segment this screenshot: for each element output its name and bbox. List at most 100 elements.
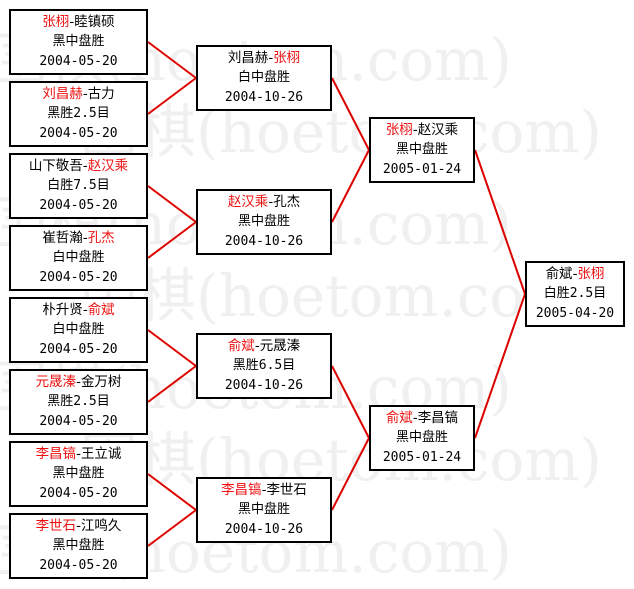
player-white: 元晟溱 — [259, 338, 301, 354]
round2-match-2: 赵汉乘-孔杰黑中盘胜 2004-10-26 — [196, 189, 332, 255]
connector-line — [147, 185, 197, 223]
player-white: 张栩 — [273, 50, 301, 66]
connector-line — [147, 365, 197, 403]
round1-match-7: 李昌镐-王立诚黑中盘胜 2004-05-20 — [9, 441, 148, 507]
match-result: 黑中盘胜 — [52, 466, 105, 481]
match-date: 2004-05-20 — [39, 558, 118, 573]
result-line: 黑中盘胜 — [11, 32, 146, 52]
player-black: 元晟溱 — [35, 374, 77, 390]
result-line: 黑胜2.5目 — [11, 392, 146, 412]
players-line: 崔哲瀚-孔杰 — [11, 228, 146, 248]
match-date: 2004-05-20 — [39, 54, 118, 69]
date-line: 2004-10-26 — [198, 520, 330, 540]
player-white: 俞斌 — [87, 302, 115, 318]
match-date: 2005-01-24 — [382, 162, 462, 177]
player-black: 李昌镐 — [221, 482, 262, 498]
connector-line — [331, 149, 370, 223]
date-line: 2004-10-26 — [198, 376, 330, 396]
result-line: 白胜2.5目 — [527, 284, 623, 304]
match-date: 2005-04-20 — [535, 306, 615, 321]
result-line: 黑中盘胜 — [198, 212, 330, 232]
match-date: 2004-10-26 — [224, 234, 304, 249]
player-black: 李世石 — [35, 518, 77, 534]
player-white: 张栩 — [577, 266, 605, 282]
round1-match-5: 朴升贤-俞斌白中盘胜 2004-05-20 — [9, 297, 148, 363]
separator: - — [572, 266, 578, 282]
final-match-1: 俞斌-张栩白胜2.5目 2005-04-20 — [525, 261, 625, 327]
match-date: 2004-05-20 — [39, 414, 118, 429]
round1-match-6: 元晟溱-金万树黑胜2.5目 2004-05-20 — [9, 369, 148, 435]
match-date: 2004-10-26 — [224, 90, 304, 105]
separator: - — [76, 374, 81, 390]
players-line: 李世石-江鸣久 — [11, 516, 146, 536]
result-line: 黑胜6.5目 — [198, 356, 330, 376]
match-date: 2004-05-20 — [39, 270, 118, 285]
separator: - — [82, 302, 88, 318]
match-date: 2004-05-20 — [39, 342, 118, 357]
match-result: 黑中盘胜 — [52, 34, 105, 49]
match-result: 白中盘胜 — [52, 322, 105, 337]
players-line: 李昌镐-王立诚 — [11, 444, 146, 464]
player-black: 张栩 — [385, 122, 413, 138]
match-date: 2004-10-26 — [224, 522, 304, 537]
player-black: 俞斌 — [227, 338, 255, 354]
player-white: 王立诚 — [80, 446, 122, 462]
result-line: 黑中盘胜 — [11, 464, 146, 484]
player-white: 睦镇硕 — [74, 14, 115, 30]
separator: - — [254, 338, 260, 354]
separator: - — [76, 518, 81, 534]
match-result: 黑中盘胜 — [237, 214, 290, 229]
date-line: 2004-05-20 — [11, 412, 146, 432]
watermark-text: 围棋(hoetom.com) — [80, 262, 602, 330]
result-line: 黑胜2.5目 — [11, 104, 146, 124]
connector-line — [331, 365, 370, 439]
connector-line — [147, 329, 197, 367]
round2-match-4: 李昌镐-李世石黑中盘胜 2004-10-26 — [196, 477, 332, 543]
players-line: 元晟溱-金万树 — [11, 372, 146, 392]
players-line: 刘昌赫-张栩 — [198, 48, 330, 68]
result-line: 黑中盘胜 — [11, 536, 146, 556]
date-line: 2004-10-26 — [198, 88, 330, 108]
result-line: 黑中盘胜 — [198, 500, 330, 520]
date-line: 2004-05-20 — [11, 124, 146, 144]
player-white: 李世石 — [266, 482, 307, 498]
separator: - — [82, 230, 88, 246]
players-line: 张栩-赵汉乘 — [371, 120, 473, 140]
match-result: 白胜7.5目 — [47, 178, 110, 193]
player-black: 张栩 — [42, 14, 70, 30]
match-date: 2005-01-24 — [382, 450, 462, 465]
player-black: 刘昌赫 — [42, 86, 83, 102]
player-black: 李昌镐 — [35, 446, 77, 462]
result-line: 白中盘胜 — [198, 68, 330, 88]
players-line: 张栩-睦镇硕 — [11, 12, 146, 32]
player-white: 古力 — [87, 86, 115, 102]
player-black: 朴升贤 — [42, 302, 83, 318]
round1-match-1: 张栩-睦镇硕黑中盘胜 2004-05-20 — [9, 9, 148, 75]
players-line: 李昌镐-李世石 — [198, 480, 330, 500]
round2-match-3: 俞斌-元晟溱黑胜6.5目 2004-10-26 — [196, 333, 332, 399]
match-result: 黑胜2.5目 — [47, 106, 110, 121]
date-line: 2005-04-20 — [527, 304, 623, 324]
result-line: 黑中盘胜 — [371, 428, 473, 448]
players-line: 俞斌-张栩 — [527, 264, 623, 284]
date-line: 2004-10-26 — [198, 232, 330, 252]
match-result: 黑中盘胜 — [237, 502, 290, 517]
match-date: 2004-05-20 — [39, 486, 118, 501]
player-white: 赵汉乘 — [87, 158, 129, 174]
match-result: 黑胜6.5目 — [232, 358, 296, 373]
player-black: 崔哲瀚 — [42, 230, 83, 246]
date-line: 2005-01-24 — [371, 160, 473, 180]
player-white: 江鸣久 — [80, 518, 122, 534]
connector-line — [331, 437, 370, 511]
match-result: 白中盘胜 — [237, 70, 290, 85]
result-line: 白中盘胜 — [11, 248, 146, 268]
round2-match-1: 刘昌赫-张栩白中盘胜 2004-10-26 — [196, 45, 332, 111]
player-black: 山下敬吾 — [28, 158, 83, 174]
player-white: 孔杰 — [87, 230, 115, 246]
result-line: 黑中盘胜 — [371, 140, 473, 160]
connector-line — [147, 509, 197, 547]
match-result: 黑中盘胜 — [395, 430, 448, 445]
separator: - — [268, 50, 274, 66]
players-line: 赵汉乘-孔杰 — [198, 192, 330, 212]
